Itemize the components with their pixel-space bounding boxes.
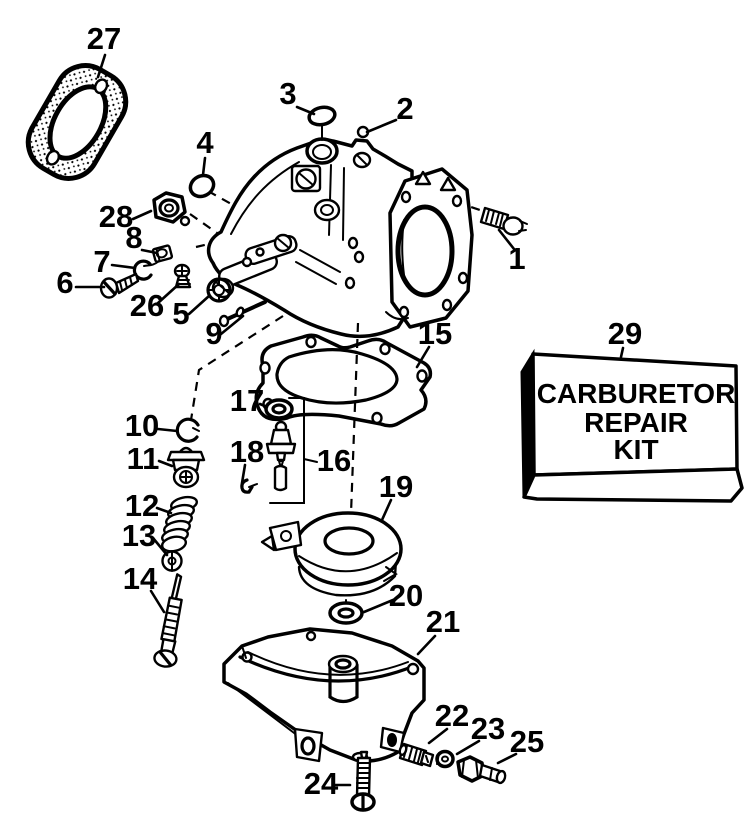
part-label-25: 25 — [510, 724, 544, 759]
part-label-22: 22 — [435, 698, 469, 733]
part-28-nut — [152, 191, 191, 227]
part-label-6: 6 — [56, 265, 73, 300]
part-25-fitting — [456, 755, 507, 785]
part-label-1: 1 — [508, 241, 525, 276]
part-7-lock-washer — [132, 259, 153, 281]
part-9-pin — [218, 300, 267, 328]
kit-box-text-line3: KIT — [613, 434, 658, 465]
leader-lines — [74, 53, 625, 787]
kit-box-text-line2: REPAIR — [584, 407, 688, 438]
part-16-bracket — [269, 397, 318, 504]
part-12-spring — [160, 495, 198, 553]
carburetor-body — [206, 137, 474, 339]
part-3-cap — [307, 105, 337, 141]
part-20-grommet — [328, 599, 364, 625]
part-label-21: 21 — [426, 604, 460, 639]
part-label-29: 29 — [608, 316, 642, 351]
part-label-18: 18 — [230, 434, 264, 469]
part-4-plug — [188, 173, 216, 199]
part-label-10: 10 — [125, 408, 159, 443]
part-label-15: 15 — [418, 316, 452, 351]
fastener-cluster — [99, 191, 267, 328]
part-label-2: 2 — [396, 91, 413, 126]
part-label-24: 24 — [304, 766, 339, 801]
part-label-3: 3 — [279, 76, 296, 111]
part-labels: 27 3 2 4 28 8 7 6 26 5 9 1 15 29 17 10 1… — [56, 21, 642, 801]
part-11-packing-nut — [166, 446, 206, 489]
part-label-26: 26 — [130, 288, 164, 323]
float-valve-assembly — [240, 397, 318, 504]
part-label-4: 4 — [196, 125, 214, 160]
part-label-28: 28 — [99, 199, 133, 234]
part-label-17: 17 — [230, 383, 264, 418]
part-label-12: 12 — [125, 488, 159, 523]
part-21-float-bowl — [222, 627, 426, 763]
part-label-16: 16 — [317, 443, 351, 478]
part-1-screw — [479, 206, 528, 236]
needle-assembly — [153, 417, 206, 668]
part-16-inlet-needle — [265, 420, 297, 492]
part-label-23: 23 — [471, 711, 505, 746]
part-22-plug-screw — [398, 742, 435, 768]
part-label-14: 14 — [123, 561, 158, 596]
kit-box-text-line1: CARBURETOR — [537, 378, 736, 409]
part-label-8: 8 — [125, 220, 142, 255]
part-17-seal — [264, 398, 294, 420]
part-8-nut — [151, 244, 174, 263]
part-10-ring — [175, 417, 200, 443]
part-label-7: 7 — [93, 244, 110, 279]
part-label-13: 13 — [122, 518, 156, 553]
part-18-clip — [240, 478, 258, 494]
part-27-gasket — [25, 63, 129, 181]
part-23-washer — [435, 749, 455, 769]
part-label-19: 19 — [379, 469, 413, 504]
assembly-axis-dashed-line — [348, 322, 360, 542]
part-19-float — [260, 511, 403, 597]
part-29-repair-kit-box: CARBURETOR REPAIR KIT — [520, 348, 744, 503]
part-label-20: 20 — [389, 578, 423, 613]
part-24-bowl-screw — [350, 750, 376, 812]
part-5-washer — [206, 277, 232, 303]
bottom-hardware — [350, 742, 507, 812]
part-label-5: 5 — [172, 296, 189, 331]
part-13-washer — [161, 550, 183, 572]
part-label-9: 9 — [205, 316, 222, 351]
part-6-screw — [99, 272, 140, 299]
part-label-27: 27 — [87, 21, 121, 56]
throttle-bore — [395, 204, 455, 298]
part-26-screw — [173, 263, 192, 289]
part-14-needle-valve — [153, 573, 183, 668]
part-label-11: 11 — [127, 441, 160, 476]
